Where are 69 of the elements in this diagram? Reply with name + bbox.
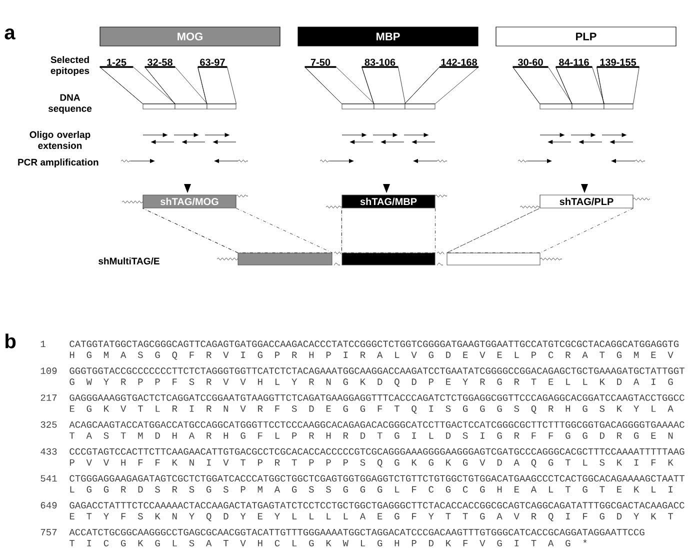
position-number: 325 [40,421,57,428]
epitope-label: 30-60 [512,58,548,68]
connector-line [556,66,604,104]
tag-construct-box: shTAG/PLP [540,194,634,208]
row-label: Oligo overlap extension [30,131,90,149]
epitope-label: 63-97 [198,58,228,68]
row-label: shMultiTAG/E [98,257,160,265]
connector-line [596,66,640,104]
protein-header-bar: PLP [496,26,676,46]
connector-line [512,66,572,104]
dna-segment [174,104,208,110]
nucleotide-sequence: CCCGTAGTCCACTTCTTCAAGAACATTGTGACGCCTCGCACACCACCCCCGTCGCAGGGAAAGGGGAAGGGAGTCGATGCCCAGGGCACGCTTTCCAAAATTTTTAAG [70,448,684,455]
nucleotide-sequence: ACCATCTGCGGCAAGGGCCTGAGCGCAACGGTACATTGTTTGGGAAAATGGCTAGGACATCCCGACAAGTTTGTGGGCATCACCGCAGGATAGGAATTCCG [69,528,644,536]
dna-segment [374,104,406,110]
nucleotide-sequence: GGGTGGTACCGCCCCCCCTTCTCTAGGGTGGTTCATCTCTACAGAAATGGCAAGGACCAAGATCCTGAATATCGGGGCCGGACAGAGCTGCTGAAAGATGCTATTGGT [70,368,684,374]
connector-line [198,66,236,104]
panel-letter: a [4,28,16,40]
dna-segment [206,104,236,110]
epitope-label: 142-168 [439,58,479,68]
epitope-label: 32-58 [144,58,176,68]
protein-header-bar: MOG [100,26,280,46]
epitope-label: 139-155 [596,58,640,68]
amino-acid-sequence: E T Y F S K N Y Q D Y E Y L L L L A E G F Y T T G A V R Q I F G D Y K T [70,513,674,522]
position-number: 109 [40,368,57,374]
position-number: 541 [40,475,57,482]
panel-letter: b [6,334,16,348]
amino-acid-sequence: G W Y R P P F S R V V H L Y R N G K D Q D P E Y R G R T E L L K D A I G [70,378,673,387]
dna-segment [604,104,634,110]
construct-segment [238,252,332,266]
protein-header-bar: MBP [298,26,478,46]
position-number: 757 [40,529,57,536]
connector-line [304,66,374,104]
nucleotide-sequence: ACAGCAAGTACCATGGACCATGCCAGGCATGGGTTCCTCCCAAGGCACAGAGACACGGGCATCCTTGACTCCATCGGGCGCTTCTTTGGCGGTGACAGGGGTGAAAAC [69,421,684,428]
amino-acid-sequence: T I C G K G L S A T V H C L G K W L G H P D K F V G I T A G * [70,539,587,546]
nucleotide-sequence: GAGGGAAAGGTGACTCTCAGGATCCGGAATGTAAGGTTCTCAGATGAAGGAGGTTTCACCCAGATCTCTGGAGGCGGTTCCCAGAGGCACGGATCCAAGTACCTGGCC [70,394,684,401]
tag-construct-box: shTAG/MOG [142,194,236,208]
epitope-label: 83-106 [362,58,398,68]
connector-line [144,66,208,104]
connector-line [446,208,634,253]
nucleotide-sequence: GAGACCTATTTCTCCAAAAACTACCAAGACTATGAGTATCTCCTCCTGCTGGCTGAGGGCTTCTACACCACCGGCGCAGTCAGGCAGATATTTGGCGACTACAAGACC [70,502,684,508]
position-number: 433 [40,448,57,455]
amino-acid-sequence: H G M A S G Q F R V I G P R H P I R A L V G D E V E L P C R A T G M E V [70,352,674,360]
amino-acid-sequence: P V V H F F K N I V T P R T P P P S Q G K G K G V D A Q G T L S K I F K [70,459,674,468]
epitope-label: 7-50 [304,58,336,68]
position-number: 217 [40,394,57,401]
position-number: 649 [40,502,57,508]
construct-segment [342,252,436,266]
epitope-label: 1-25 [100,58,134,68]
amino-acid-sequence: T A S T M D H A R H G F L P R H R D T G I L D S I G R F F G G D R G E N [70,432,673,439]
dna-segment [540,104,572,110]
connector-line [342,208,436,253]
epitope-label: 84-116 [556,58,592,68]
connector-line [404,66,479,104]
connector-line [142,208,332,253]
connector-line [362,66,406,104]
dna-segment [404,104,436,110]
row-label: Selected epitopes [50,56,90,76]
amino-acid-sequence: L G G R D S R S G S P M A G S S G G G L F C G C G H E A L T G T E K L I [70,486,672,493]
dna-segment [572,104,604,110]
dna-segment [342,104,374,110]
row-label: PCR amplification [18,158,98,168]
nucleotide-sequence: CTGGGAGGAAGAGATAGTCGCTCTGGATCACCCATGGCTGGCTCGAGTGGTGGAGGTCTGTTCTGTGGCTGTGGACATGAAGCCCTCACTGGCACAGAAAAGCTAATT [70,475,684,482]
dna-segment [142,104,176,110]
row-label: DNA sequence [48,94,92,114]
amino-acid-sequence: E G K V T L R I R N V R F S D E G G F T Q I S G G G S Q R H G S K Y L A [70,405,674,414]
construct-segment [446,252,540,266]
connector-line [100,66,176,104]
nucleotide-sequence: CATGGTATGGCTAGCGGGCAGTTCAGAGTGATGGACCAAGACACCCTATCCGGGCTCTGGTCGGGGATGAAGTGGAATTGCCATGTCGCGCTACAGGCATGGAGGTG [70,340,679,348]
position-number: 1 [40,340,46,347]
